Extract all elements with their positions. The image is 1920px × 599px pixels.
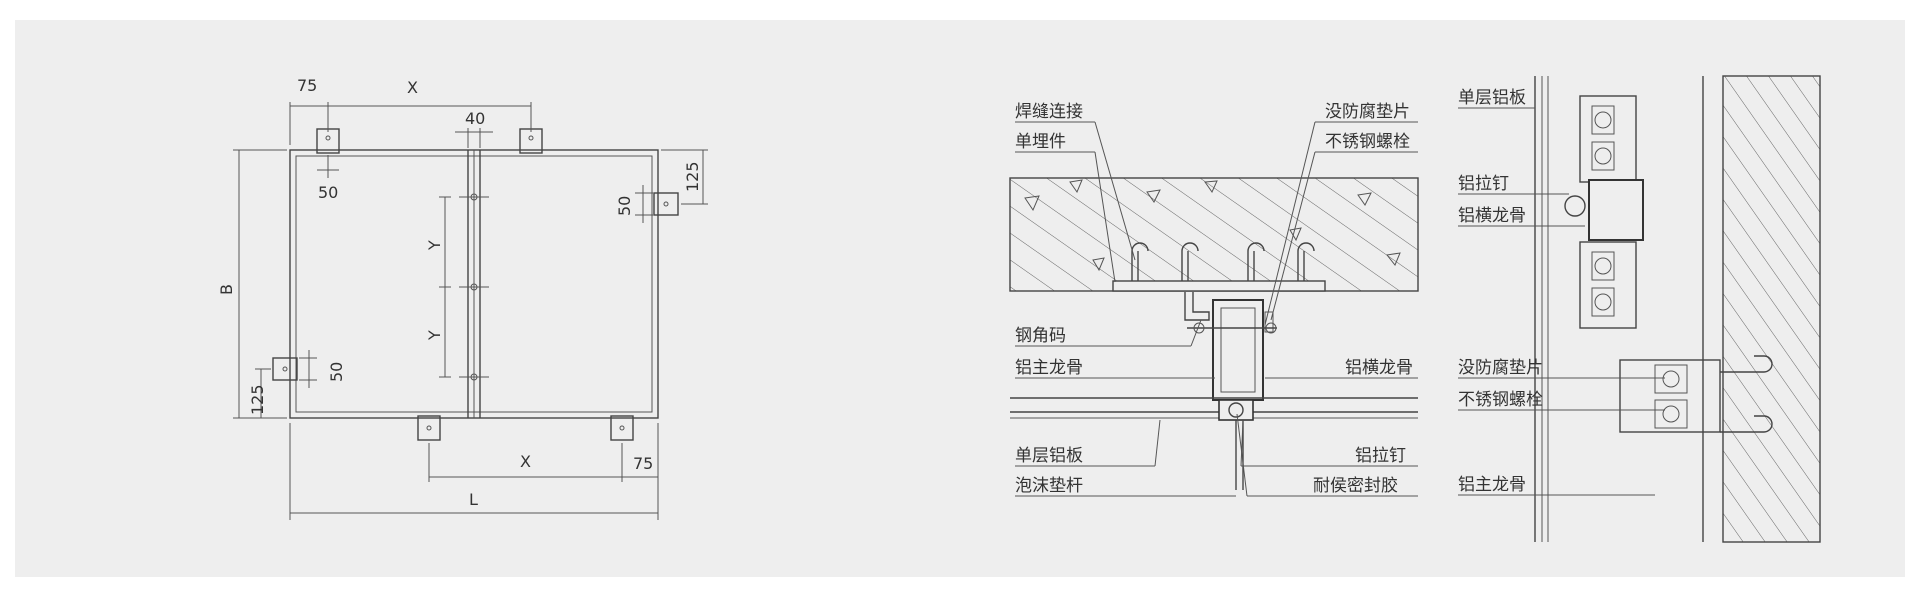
panel-plan-view: 75 X 40 50 125 50 Y Y B 125 <box>217 76 708 520</box>
embedded-plate <box>1112 280 1326 292</box>
dim-top-50: 50 <box>318 183 338 202</box>
dim-y-upper: Y <box>425 240 444 251</box>
dim-left-50: 50 <box>327 362 346 382</box>
drawing-background: 75 X 40 50 125 50 Y Y B 125 <box>15 20 1905 577</box>
label-weld: 焊缝连接 <box>1015 102 1083 122</box>
label-cross-keel: 铝横龙骨 <box>1345 358 1413 378</box>
main-keel-bracket <box>1619 355 1773 433</box>
side-leaders <box>1458 107 1665 496</box>
label-anticorrosion-pad: 没防腐垫片 <box>1325 102 1410 122</box>
concrete-slab <box>1009 177 1419 292</box>
side-label-rivet: 铝拉钉 <box>1458 174 1509 194</box>
side-label-single-panel: 单层铝板 <box>1458 88 1526 108</box>
label-main-keel: 铝主龙骨 <box>1015 358 1083 378</box>
dim-bottom-75: 75 <box>633 454 653 473</box>
label-sealant: 耐侯密封胶 <box>1313 476 1398 496</box>
dim-y-lower: Y <box>425 330 444 341</box>
stiffener-studs <box>459 193 489 381</box>
side-label-main-keel: 铝主龙骨 <box>1458 475 1526 495</box>
label-rivet: 铝拉钉 <box>1355 446 1406 466</box>
side-detail: 单层铝板 铝拉钉 铝横龙骨 没防腐垫片 不锈钢螺栓 铝主龙骨 <box>1458 75 1821 543</box>
side-label-stainless-bolt: 不锈钢螺栓 <box>1458 390 1543 410</box>
label-steel-angle: 钢角码 <box>1015 326 1066 346</box>
steel-angle <box>1184 292 1210 321</box>
dim-bottom-l: L <box>469 490 478 509</box>
dim-right-50: 50 <box>615 196 634 216</box>
side-label-cross-keel: 铝横龙骨 <box>1458 206 1526 226</box>
label-single-panel: 单层铝板 <box>1015 446 1083 466</box>
dim-right-125: 125 <box>683 161 702 192</box>
panel-layers <box>1010 397 1418 490</box>
dim-top-x: X <box>407 78 418 97</box>
section-detail: 焊缝连接 单埋件 没防腐垫片 不锈钢螺栓 钢角码 铝主龙骨 铝横龙骨 单层铝板 … <box>1009 102 1419 497</box>
dim-left-125: 125 <box>248 384 267 415</box>
label-foam-rod: 泡沫垫杆 <box>1015 476 1083 496</box>
cross-keel-brackets <box>1564 95 1644 329</box>
technical-drawing: 75 X 40 50 125 50 Y Y B 125 <box>217 75 1821 543</box>
label-embed: 单埋件 <box>1015 132 1066 152</box>
dim-bottom-x: X <box>520 452 531 471</box>
dim-left-b: B <box>217 284 236 295</box>
section-leaders <box>1015 121 1418 497</box>
side-label-anticorrosion-pad: 没防腐垫片 <box>1458 358 1543 378</box>
dim-top-75: 75 <box>297 76 317 95</box>
concrete-wall <box>1722 75 1821 543</box>
label-stainless-bolt: 不锈钢螺栓 <box>1325 132 1410 152</box>
dim-top-40: 40 <box>465 109 485 128</box>
